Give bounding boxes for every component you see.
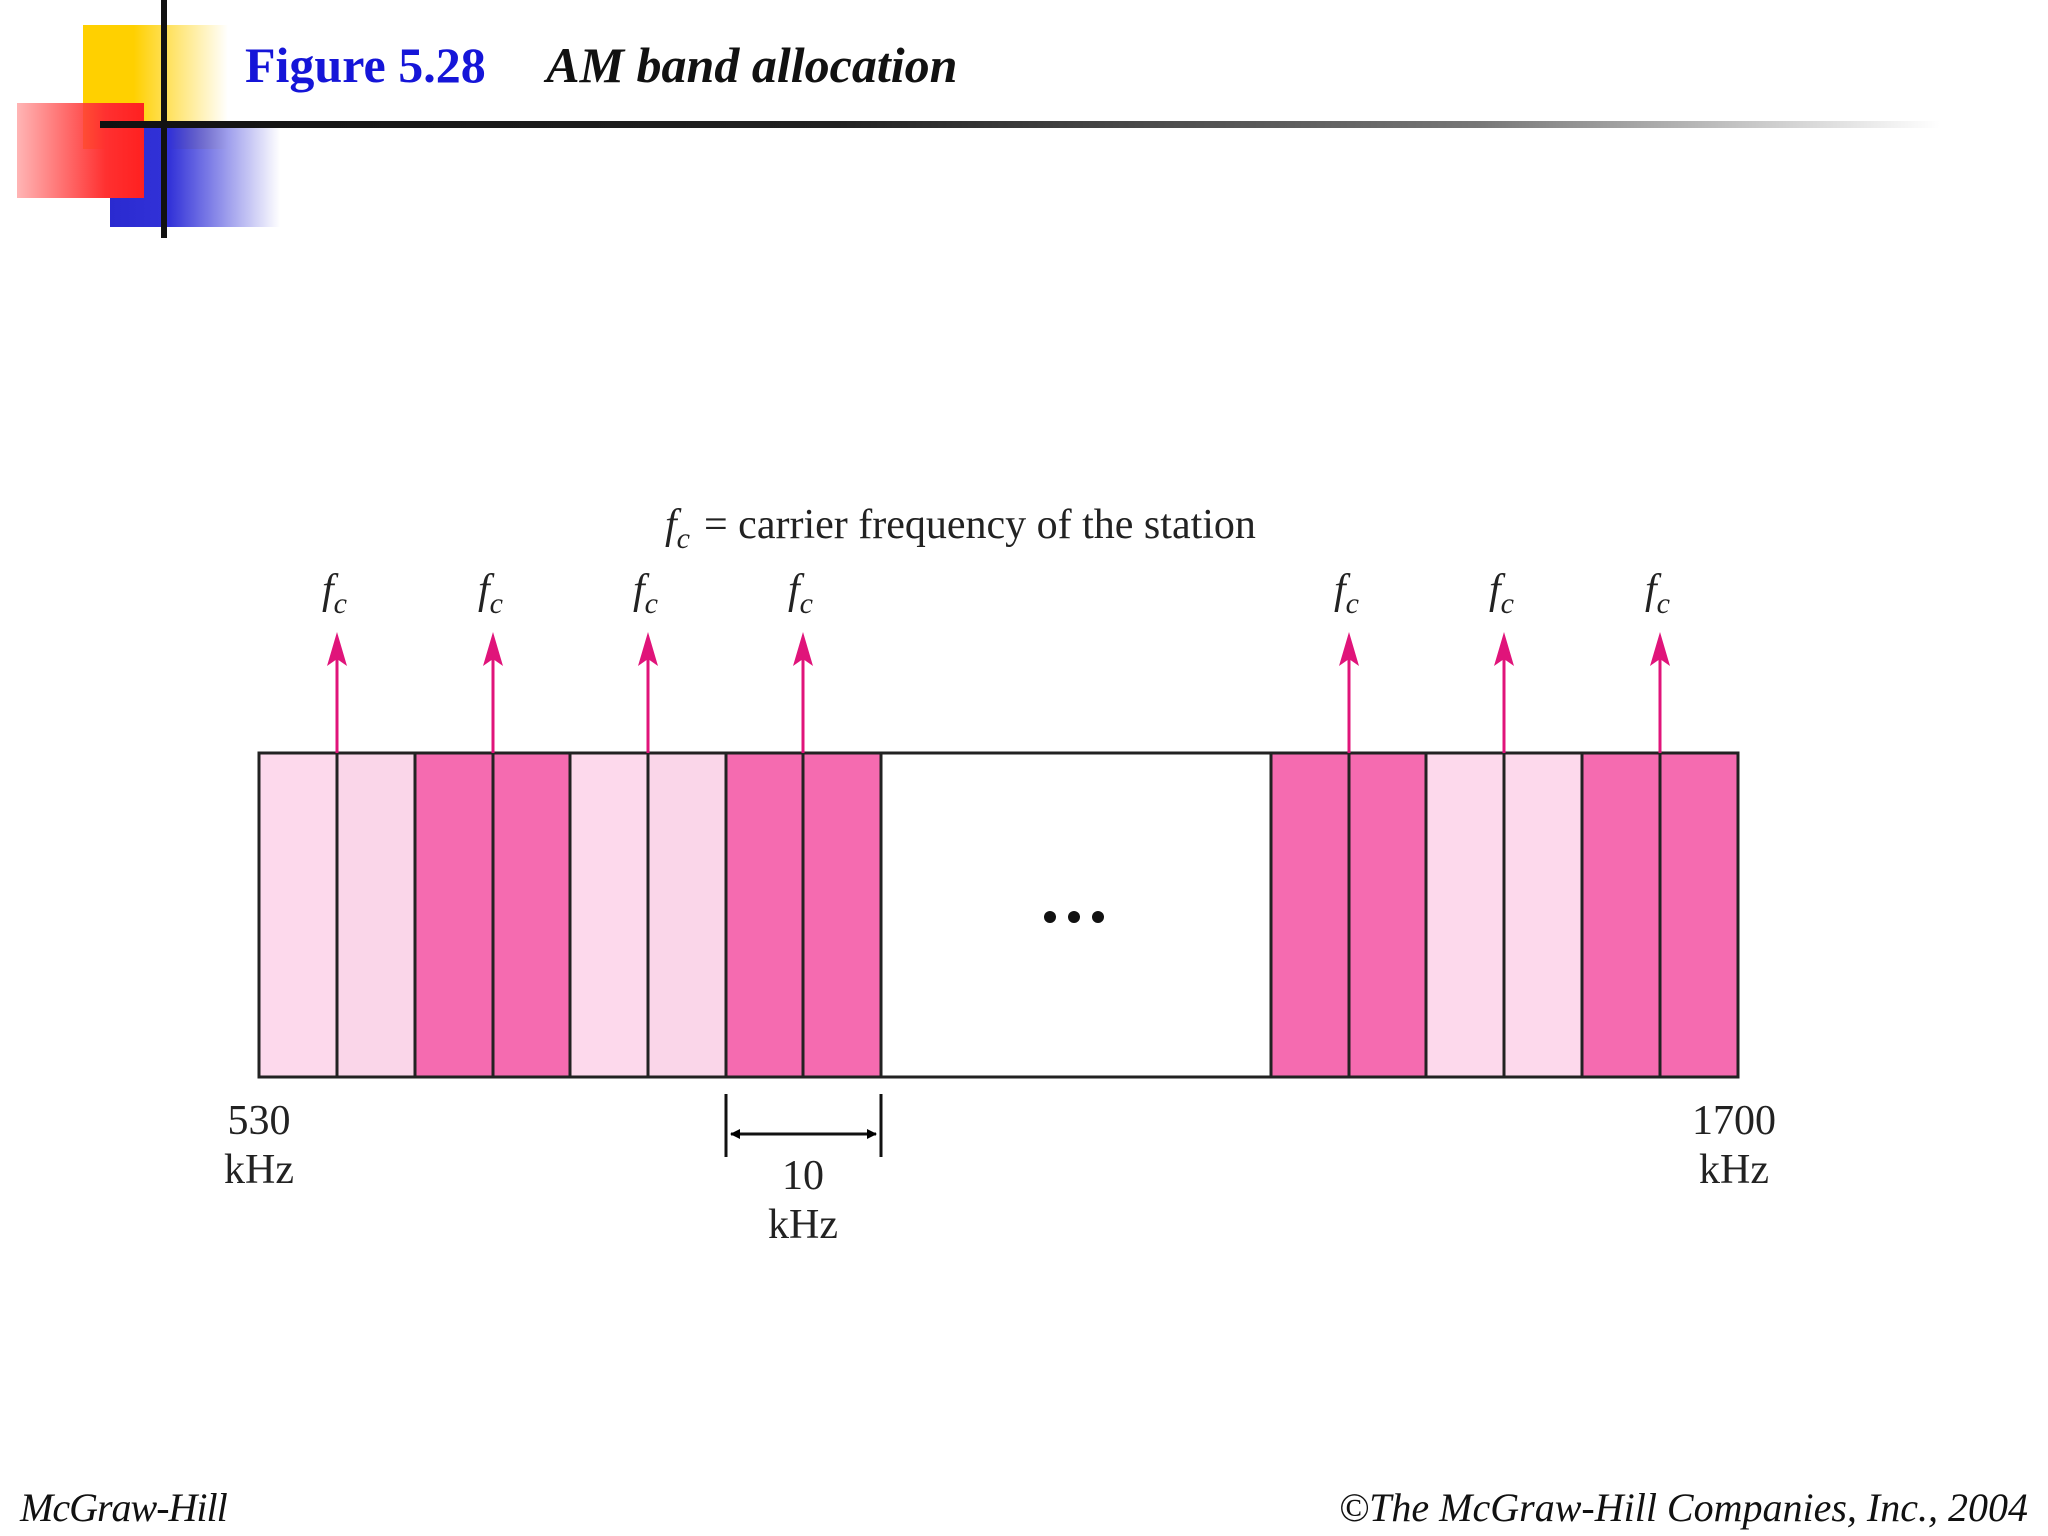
ellipsis xyxy=(1044,911,1104,923)
carrier-label: fc xyxy=(1334,567,1359,620)
footer-copyright: ©The McGraw-Hill Companies, Inc., 2004 xyxy=(1338,1485,2028,1530)
channel-bands xyxy=(257,751,1740,1079)
figure-number: Figure 5.28 xyxy=(245,37,486,93)
start-freq-label: 530 xyxy=(228,1098,291,1144)
carrier-label: fc xyxy=(788,567,813,620)
legend-subscript: c xyxy=(677,522,690,555)
slide-title: Figure 5.28 AM band allocation xyxy=(245,36,957,94)
channel-band xyxy=(1580,751,1662,1079)
channel-band xyxy=(724,751,805,1079)
end-freq-label: 1700 xyxy=(1692,1098,1776,1144)
channel-band xyxy=(1658,751,1740,1079)
carrier-label: fc xyxy=(1489,567,1514,620)
channel-band xyxy=(257,751,339,1079)
channel-band xyxy=(1347,751,1428,1079)
red-square xyxy=(17,103,144,198)
legend-text: = carrier frequency of the station xyxy=(704,502,1256,548)
carrier-arrow: fc xyxy=(633,567,658,753)
channel-band xyxy=(646,751,728,1079)
end-unit-label: kHz xyxy=(1699,1147,1769,1193)
carrier-arrow: fc xyxy=(1334,567,1359,753)
channel-spacing-dimension: 10 kHz xyxy=(724,1094,883,1248)
carrier-arrows: fc fc fc fc fc fc fc xyxy=(322,567,1670,753)
channel-band xyxy=(801,751,883,1079)
carrier-arrow: fc xyxy=(1489,567,1514,753)
channel-band xyxy=(335,751,417,1079)
channel-band xyxy=(491,751,572,1079)
spacing-unit-label: kHz xyxy=(768,1202,838,1248)
figure-caption: AM band allocation xyxy=(546,37,958,93)
channel-band xyxy=(1502,751,1584,1079)
title-rule xyxy=(100,121,1940,128)
carrier-label: fc xyxy=(633,567,658,620)
carrier-arrow: fc xyxy=(478,567,503,753)
corner-decoration xyxy=(0,0,300,240)
channel-band xyxy=(568,751,650,1079)
vertical-line xyxy=(161,0,167,238)
channel-band xyxy=(413,751,495,1079)
carrier-arrow: fc xyxy=(1645,567,1670,753)
start-unit-label: kHz xyxy=(224,1147,294,1193)
spacing-value-label: 10 xyxy=(782,1153,824,1199)
channel-band xyxy=(1424,751,1506,1079)
carrier-arrow: fc xyxy=(788,567,813,753)
carrier-label: fc xyxy=(322,567,347,620)
carrier-arrow: fc xyxy=(322,567,347,753)
channel-band xyxy=(1269,751,1351,1079)
footer-publisher: McGraw-Hill xyxy=(20,1485,228,1530)
carrier-label: fc xyxy=(1645,567,1670,620)
legend: fc= carrier frequency of the station xyxy=(665,502,1256,555)
carrier-label: fc xyxy=(478,567,503,620)
